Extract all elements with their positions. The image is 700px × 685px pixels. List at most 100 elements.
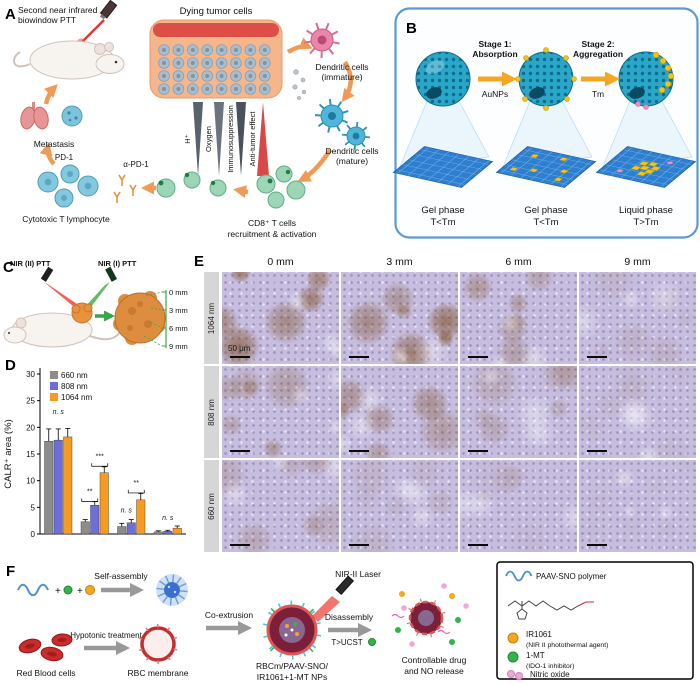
vesicle-sphere-1: [415, 51, 471, 107]
lattice-sheet-1: [392, 146, 494, 188]
tissue-gap-blob: [270, 460, 290, 472]
tissue-gap-blob: [519, 342, 550, 364]
stain-blob: [395, 303, 413, 320]
bar-808 nm-3 mm: [90, 504, 100, 535]
vesicle-sphere-2: [515, 47, 577, 111]
stain-blob: [263, 300, 308, 344]
tissue-gap-blob: [463, 487, 496, 520]
legend-box: PAAV-SNO polymer IR1061 (NIR II photothe…: [496, 561, 694, 680]
disassembly-label: Disassembly: [325, 612, 374, 622]
tissue-gap-blob: [222, 480, 250, 510]
tissue-gap-blob: [460, 485, 479, 522]
stage2-label1: Stage 2:: [581, 39, 614, 49]
lattice-sheet-3: [595, 146, 697, 188]
aunp-cluster: [652, 51, 675, 94]
tissue-gap-blob: [479, 366, 502, 389]
bar-1064 nm-3 mm: [99, 472, 109, 535]
plus-sign-2: +: [77, 586, 83, 597]
chemical-structure-icon: [507, 600, 594, 620]
legend-polymer-squiggle-icon: [505, 570, 533, 582]
dc-mature-icon: [320, 104, 366, 146]
significance-label: **: [87, 488, 93, 495]
histology-image-1064nm-0mm: 50 μm: [222, 272, 339, 364]
micelle-icon: [156, 574, 188, 606]
histology-image-660nm-3mm: [341, 460, 458, 552]
legend-swatch: [50, 382, 58, 390]
legend-swatch: [50, 393, 58, 401]
tissue-gap-blob: [390, 345, 409, 364]
tissue-gap-blob: [290, 385, 311, 405]
stain-blob: [345, 299, 391, 345]
stain-blob: [579, 481, 616, 519]
radial-spikes: [314, 99, 349, 133]
tissue-gap-blob: [490, 352, 511, 364]
bar-660 nm-3 mm: [80, 521, 90, 535]
stage2-label2: Aggregation: [573, 49, 623, 59]
legend-label: 1064 nm: [61, 393, 92, 402]
tissue-gap-blob: [400, 478, 431, 510]
tissue-gap-blob: [613, 466, 636, 490]
mt-dot: [63, 585, 73, 595]
nir2-laser-icon-f: [312, 575, 354, 622]
apd1-label: α-PD-1: [123, 160, 149, 169]
stain-blob: [348, 521, 396, 552]
ptt-caption-line2: biowindow PTT: [18, 15, 76, 25]
radial-spikes: [341, 121, 371, 151]
stain-blob: [579, 411, 608, 444]
bar-1064 nm-9 mm: [172, 527, 182, 535]
legend-no-dot-icon-2: [515, 672, 523, 680]
radial-spikes: [406, 598, 446, 638]
rbc-icons: [18, 633, 73, 662]
histology-image-808nm-3mm: [341, 366, 458, 458]
stain-blob: [262, 438, 283, 458]
stain-blob: [614, 509, 650, 545]
histology-image-1064nm-9mm: [579, 272, 696, 364]
scale-bar: [587, 543, 607, 546]
rbc-membrane-label: RBC membrane: [128, 668, 189, 678]
bar-808 nm-9 mm: [163, 531, 173, 535]
stain-blob: [656, 518, 678, 540]
tissue-gap-blob: [341, 433, 353, 455]
pd1-label: PD-1: [55, 153, 74, 162]
stain-blob: [341, 401, 352, 421]
metastasis-label: Metastasis: [34, 139, 75, 149]
legend-swatch: [50, 371, 58, 379]
histo-row-label-808nm: 808 nm: [204, 366, 219, 458]
tissue-gap-blob: [514, 393, 554, 433]
tissue-gap-blob: [646, 279, 684, 317]
stain-blob: [476, 412, 511, 447]
stain-blob: [503, 463, 530, 490]
legend-mt-label: 1-MT: [526, 651, 545, 660]
radial-spikes: [269, 607, 315, 653]
phase1-label2: T<Tm: [430, 217, 455, 228]
stain-blob: [650, 431, 693, 458]
stain-blob: [610, 366, 652, 402]
polymer-squiggle-icon: [17, 583, 49, 597]
wedge-label-h: H⁺: [183, 134, 192, 143]
dying-tumor-label: Dying tumor cells: [180, 6, 253, 17]
histology-image-660nm-6mm: [460, 460, 577, 552]
panel-e-label: E: [194, 253, 205, 270]
scale-bar: [468, 355, 488, 358]
stain-blob: [653, 285, 683, 315]
rbc-label: Red Blood cells: [16, 668, 75, 678]
histology-image-808nm-9mm: [579, 366, 696, 458]
tissue-gap-blob: [345, 410, 377, 442]
stain-blob: [471, 406, 495, 430]
stain-blob: [506, 519, 553, 552]
stage1-label2: Absorption: [472, 49, 517, 59]
bar-660 nm-9 mm: [153, 531, 163, 535]
stain-blob: [297, 284, 326, 313]
bar-1064 nm-6 mm: [136, 499, 146, 535]
wedge-label-antitumor: Anti-tumor effect: [248, 111, 257, 167]
stain-blob: [675, 460, 696, 478]
stain-blob: [418, 407, 458, 455]
ctl-cluster: [37, 164, 99, 208]
stain-blob: [593, 386, 627, 420]
radial-spikes: [304, 22, 340, 59]
depth-9mm: 9 mm: [169, 342, 188, 351]
np-label1: RBCm/PAAV-SNO/: [256, 661, 329, 671]
self-assembly-label: Self-assembly: [94, 571, 148, 581]
depth-6mm: 6 mm: [169, 324, 188, 333]
